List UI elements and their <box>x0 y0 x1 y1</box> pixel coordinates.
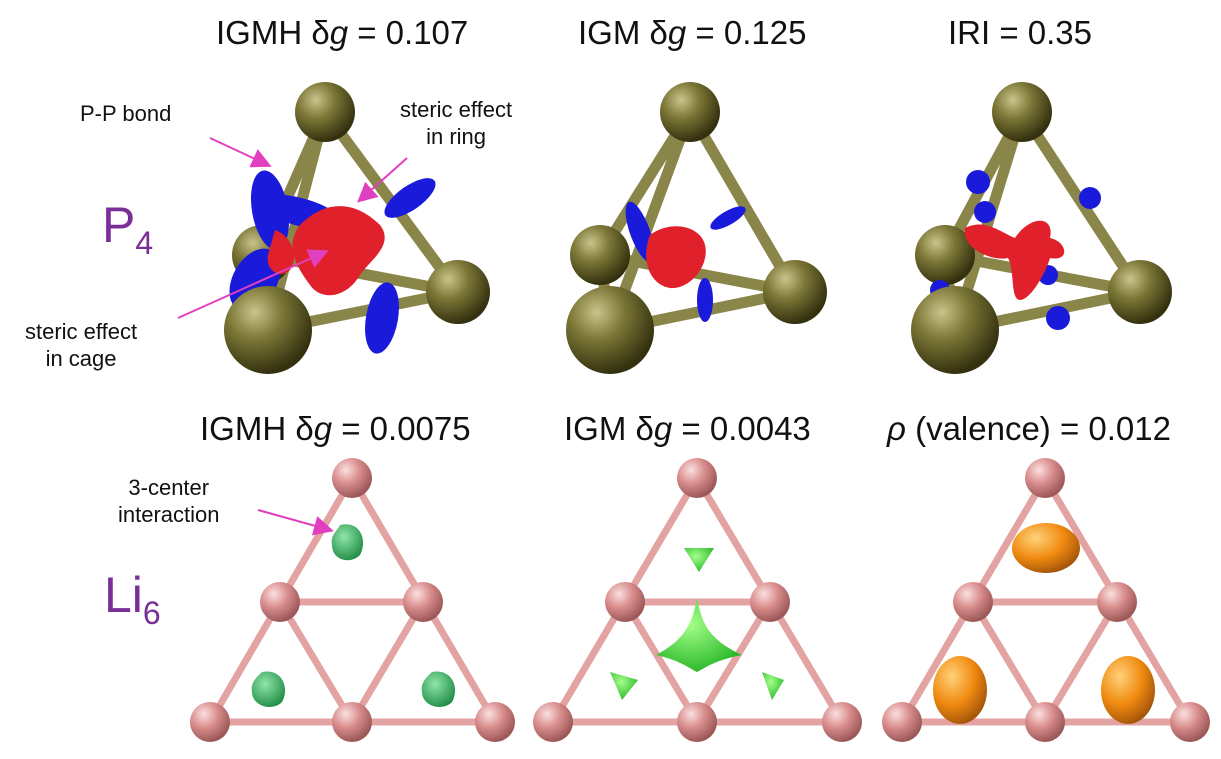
p4-igmh-structure <box>224 82 490 374</box>
p4-igm-structure <box>566 82 827 374</box>
molecule-label-p4: P4 <box>102 197 154 261</box>
annotation-three-center: 3-center interaction <box>118 475 220 527</box>
molecule-label-li6: Li6 <box>104 567 161 631</box>
p4-igmh-atom-front <box>224 286 312 374</box>
steric-cage-arrow <box>177 249 329 319</box>
three-center-arrow <box>257 509 334 536</box>
annotation-steric-cage: steric effect in cage <box>25 319 138 371</box>
annotation-steric-ring: steric effect in ring <box>400 97 513 149</box>
li6-igmh-structure <box>190 458 515 742</box>
title-li6-rho: ρ (valence) = 0.012 <box>887 410 1171 447</box>
valence-basin-right <box>1101 656 1155 724</box>
title-p4-igmh: IGMH δg = 0.107 <box>216 14 469 51</box>
title-li6-igmh: IGMH δg = 0.0075 <box>200 410 471 447</box>
valence-basin-top <box>1012 523 1080 573</box>
p4-igmh-atom-right <box>426 260 490 324</box>
title-p4-iri: IRI = 0.35 <box>948 14 1093 51</box>
igm-central-isosurface <box>656 598 742 672</box>
title-li6-igm: IGM δg = 0.0043 <box>564 410 811 447</box>
valence-basin-left <box>933 656 987 724</box>
igm-repulsive-isosurface <box>646 226 706 289</box>
steric-ring-arrow <box>357 157 408 203</box>
three-center-isosurface <box>331 524 364 561</box>
title-p4-igm: IGM δg = 0.125 <box>578 14 807 51</box>
p4-igmh-atom-top <box>295 82 355 142</box>
repulsive-isosurface <box>292 206 385 296</box>
pp-bond-arrow <box>209 137 272 168</box>
annotation-pp-bond: P-P bond <box>80 101 172 126</box>
li6-valence-structure <box>882 458 1210 742</box>
p4-iri-structure <box>911 82 1172 374</box>
iri-repulsive-isosurface <box>964 220 1065 300</box>
li6-igm-structure <box>533 458 862 742</box>
annotation-arrows <box>177 137 408 536</box>
li6-igm-bonds <box>549 474 846 726</box>
